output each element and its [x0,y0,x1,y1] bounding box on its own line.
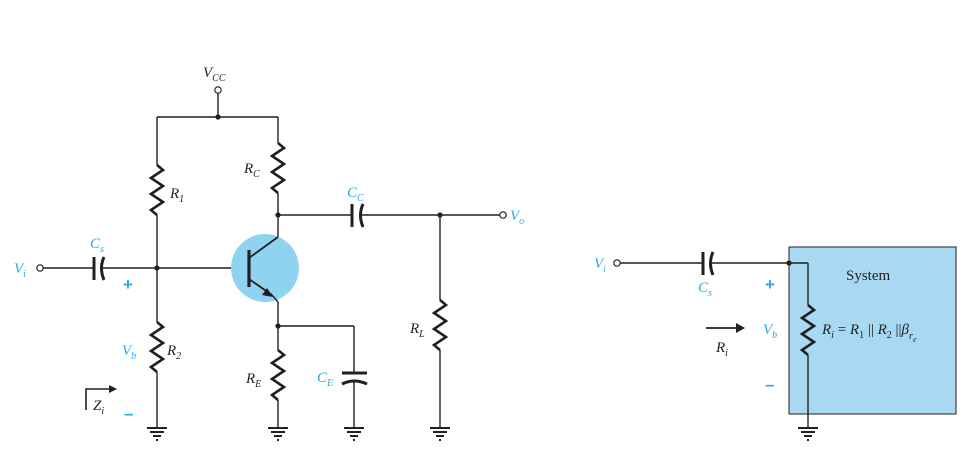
input-section: Vi Cs + [14,236,233,294]
minus-sign: – [124,404,133,423]
minus-sign-right: – [765,375,774,394]
rc-label: RC [243,161,260,180]
cs-label-right: Cs [698,280,712,299]
ground-rl [430,427,450,441]
zi-label: Zi [93,398,104,417]
vb-label-right: Vb [763,322,777,341]
ri-arrow: Ri [706,323,745,359]
output-section: CC Vo RL [278,185,524,428]
r1-label: R1 [169,186,184,205]
bjt-transistor [231,234,299,303]
ce-label: CE [317,370,333,389]
left-amplifier-circuit: VCC R1 RC Vi [14,65,524,441]
ri-formula: Ri = R1 || R2 ||βre [821,322,917,344]
ri-label: Ri [715,340,728,359]
vi-label-right: Vi [594,256,606,275]
cs-label: Cs [90,236,104,255]
vb-label: Vb [122,343,136,362]
cc-label: CC [347,185,364,204]
plus-sign-right: + [765,275,775,294]
resistor-r2: R2 Vb – [122,268,181,428]
vcc-supply: VCC [157,65,278,120]
ground-re [268,427,288,441]
emitter-network: RE CE [245,302,368,428]
right-equivalent-circuit: System Vi Cs Ri = R1 || R2 ||βre + – Vb … [594,246,957,441]
zi-indicator: Zi [85,385,117,417]
ground-ce [344,427,364,441]
r2-label: R2 [166,343,181,362]
ground-r2 [147,427,167,441]
rl-label: RL [409,321,425,340]
system-box [788,246,957,415]
emitter-arrow [262,288,273,297]
vo-label: Vo [510,208,524,227]
zi-arrow [109,385,117,393]
vcc-label: VCC [203,65,226,84]
ground-system [798,427,818,441]
re-label: RE [245,371,261,390]
resistor-rc: RC [243,117,287,237]
system-title: System [846,268,891,284]
plus-sign: + [123,275,133,294]
vi-label: Vi [14,261,26,280]
resistor-r1: R1 [148,117,184,268]
